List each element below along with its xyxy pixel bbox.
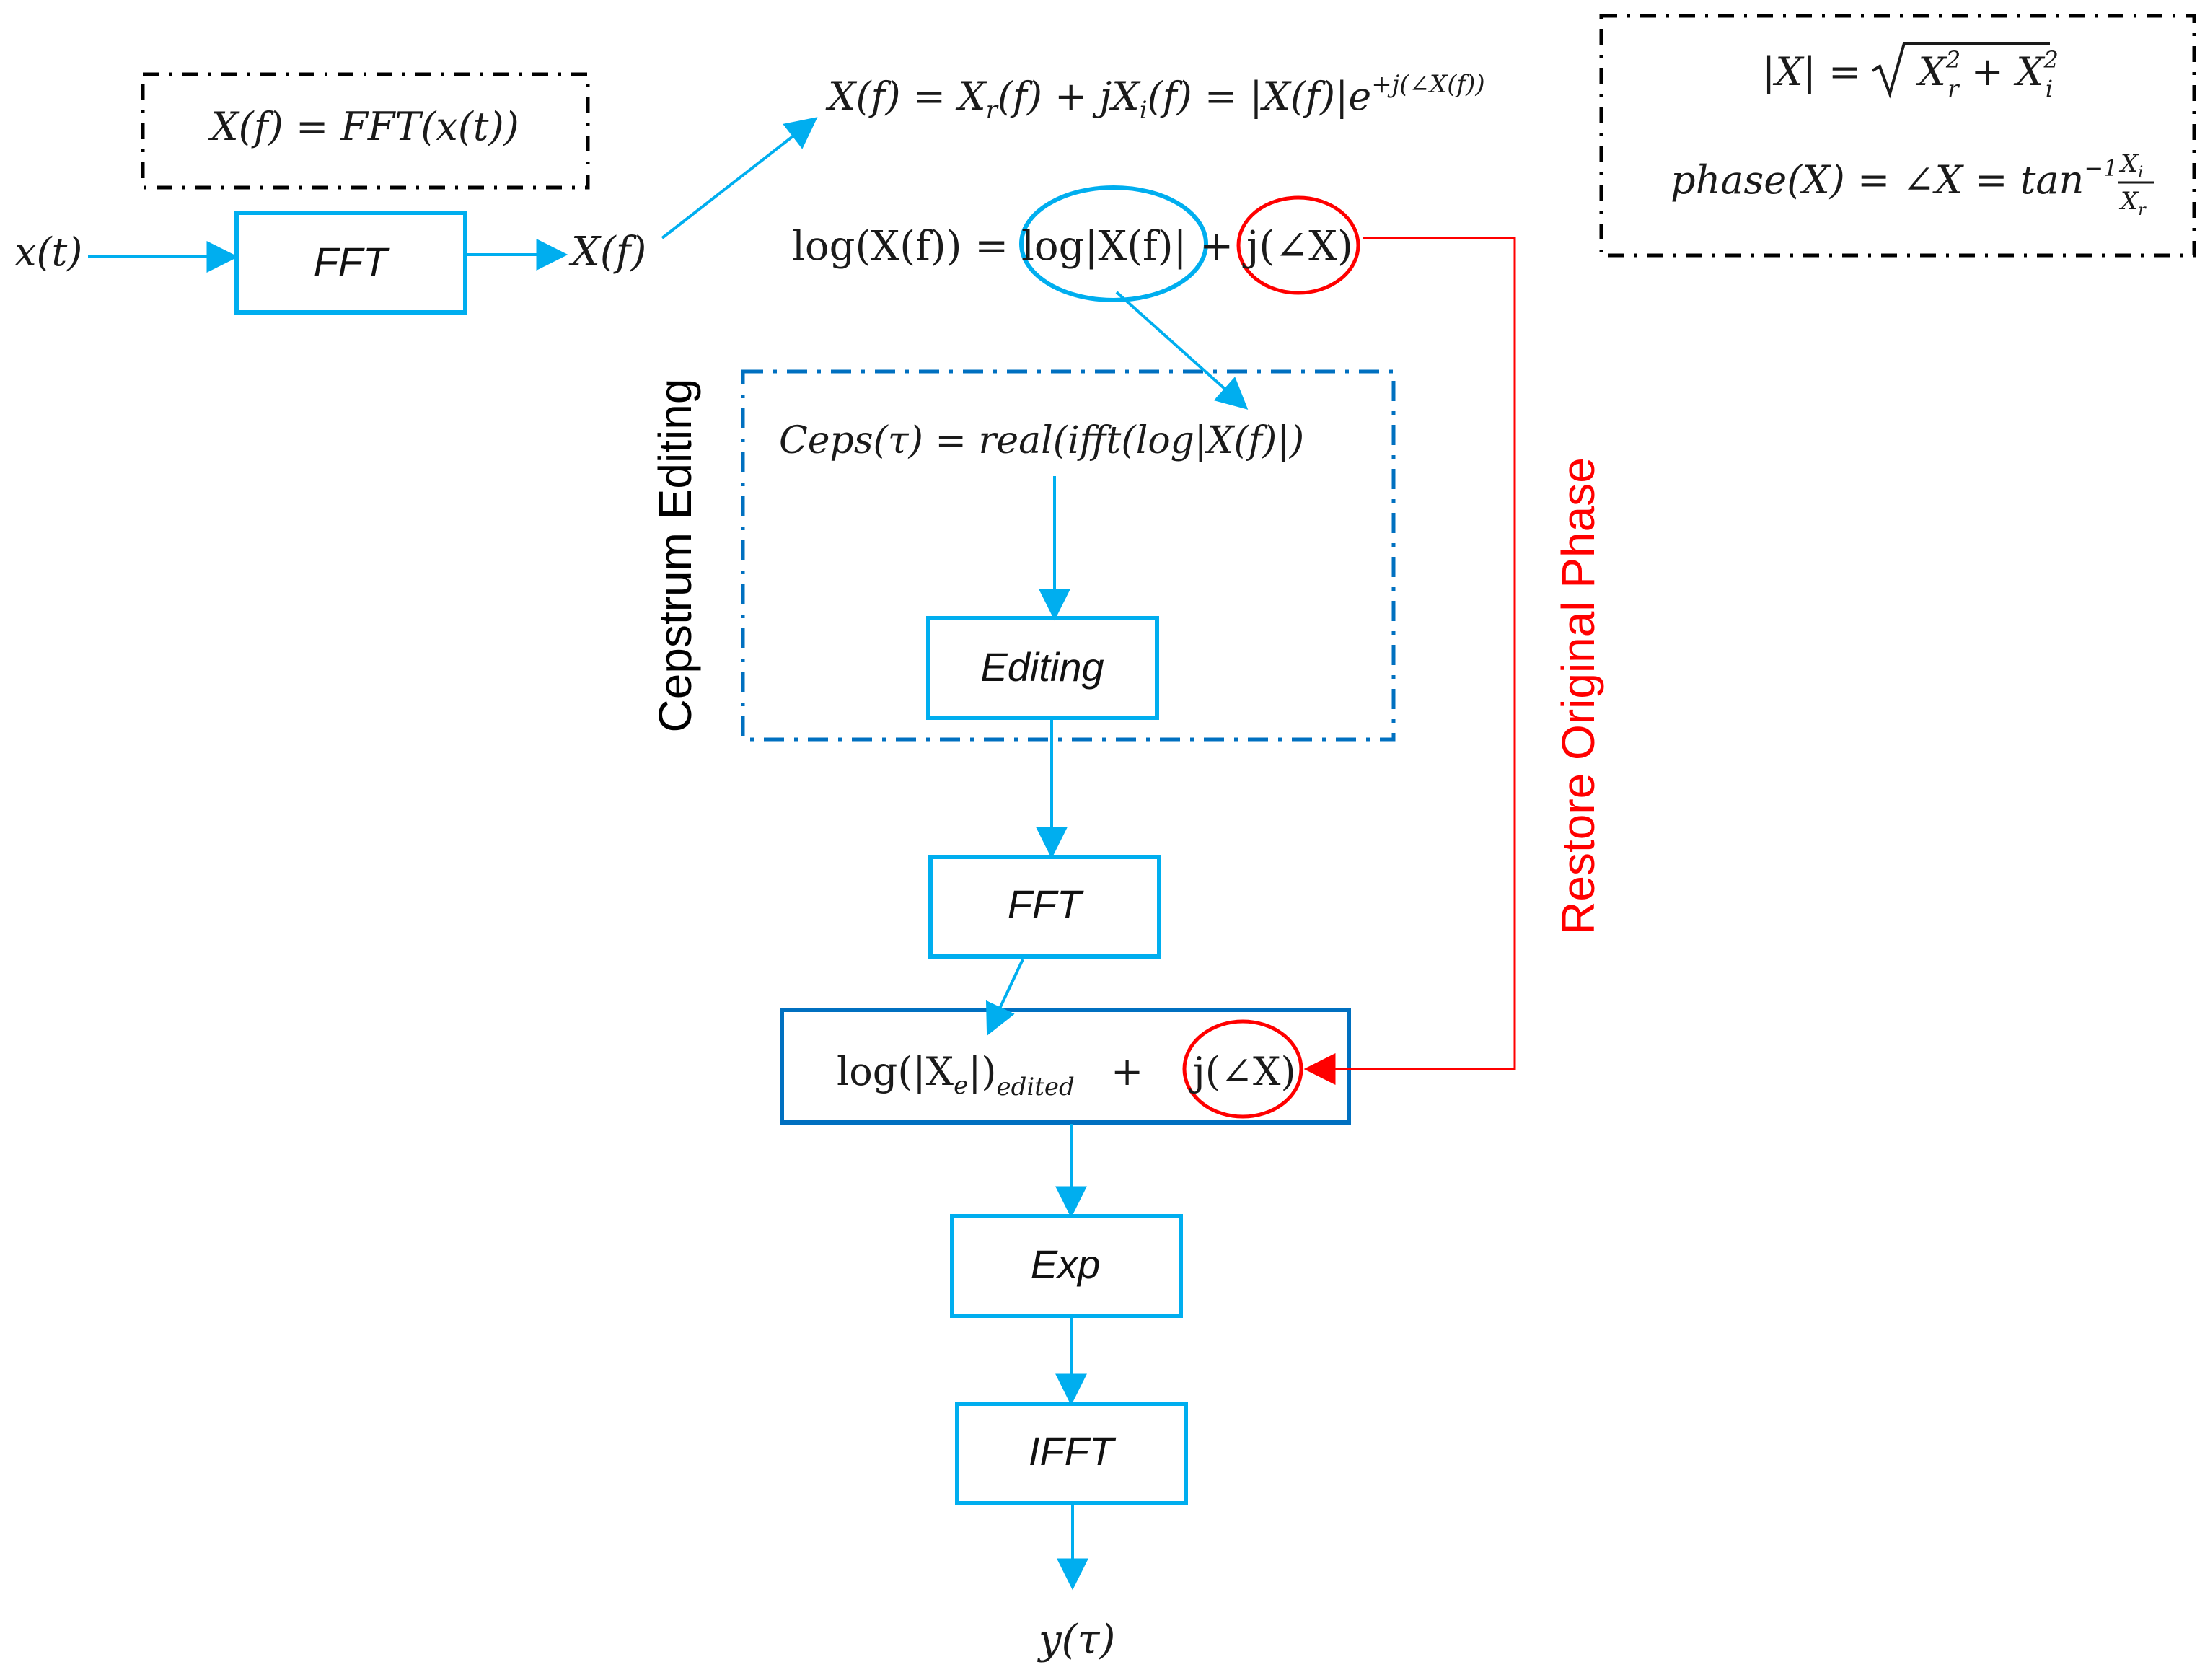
magnitude-phase-note [1599,14,2196,258]
ifft-block-label: IFFT [1029,1428,1117,1474]
ifft-block [955,1402,1188,1505]
magnitude-highlight-ellipse [1019,185,1208,302]
arrow-magnitude-to-cepstrum [1115,291,1249,410]
phase-fraction-denominator: Xr [2118,187,2147,219]
restore-phase-label: Restore Original Phase [1552,457,1604,935]
exp-block-label: Exp [1031,1241,1101,1287]
spectrum-label: X(f) [568,229,646,276]
fft-block-input-label: FFT [314,239,390,284]
fft-block-cepstrum-label: FFT [1008,881,1084,927]
square-root-sign [1871,42,2050,99]
edited-plus-sign: + [1111,1049,1143,1094]
fft-definition-equation: X(f) = FFT(x(t)) [208,104,519,149]
edited-phase-term: j(∠X) [1189,1049,1296,1094]
fft-block-cepstrum [928,855,1161,959]
edited-phase-highlight-ellipse [1182,1019,1303,1119]
log-spectrum-equation: log(X(f)) = log|X(f)| + j(∠X) [792,223,1353,270]
arrow-spectrum-to-complex-form [661,117,818,239]
arrow-fft-to-edited-block [985,959,1024,1036]
edited-spectrum-block [780,1008,1351,1125]
complex-form-equation: X(f) = Xr(f) + jXi(f) = |X(f)|e+j(∠X(f)) [825,70,1485,125]
input-signal-label: x(t) [14,229,82,275]
restore-phase-path [1303,237,1516,1085]
editing-block-label: Editing [980,644,1104,690]
phase-fraction-numerator: Xi [2118,149,2143,182]
fft-definition-note [141,72,590,190]
output-signal-label: y(τ) [1037,1617,1115,1663]
cepstrum-equation: Ceps(τ) = real(ifft(log|X(f)|) [779,419,1304,462]
edited-log-magnitude: log(|Xe|)edited [837,1049,1075,1101]
fft-block-input [234,211,467,315]
cepstrum-editing-region [741,369,1396,742]
phase-highlight-ellipse [1236,195,1360,295]
phase-equation: phase(X) = ∠X = tan−1 [1671,154,2118,203]
cepstrum-editing-title: Cepstrum Editing [649,379,701,733]
